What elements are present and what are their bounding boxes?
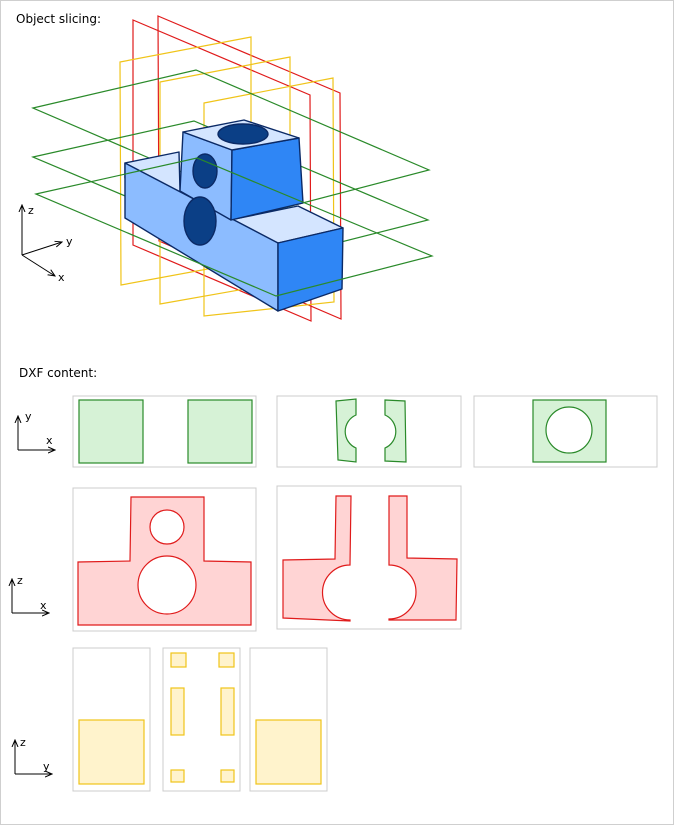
- xz-axes: [12, 579, 49, 613]
- xz-axis-h-label: x: [40, 599, 47, 612]
- xz-panel-1-small-hole: [149, 509, 185, 545]
- xz-panel-1-large-hole: [137, 555, 197, 615]
- yz-panel-2-rect-mid-right: [220, 687, 235, 736]
- iso-axis-z-label: z: [28, 204, 34, 217]
- dxf-content-heading: DXF content:: [19, 366, 98, 380]
- xz-panel-2-left-shape: [282, 495, 352, 622]
- yz-panel-3-square: [255, 719, 322, 785]
- xy-panel-3-hole: [545, 406, 593, 454]
- dxf-yz-row: z y: [15, 647, 328, 792]
- yz-panel-2-rect-top-left: [170, 652, 187, 668]
- dxf-xz-row: z x: [12, 485, 462, 632]
- base-side-face: [277, 227, 344, 312]
- yz-panel-2-rect-top-right: [218, 652, 235, 668]
- upper-hole: [192, 153, 218, 189]
- lower-hole: [183, 196, 217, 246]
- xz-axis-v-label: z: [17, 574, 23, 587]
- xz-panel-2-right-shape: [388, 495, 458, 621]
- iso-axis-x-label: x: [58, 271, 65, 284]
- yz-panel-1-square: [78, 719, 145, 785]
- yz-axis-h-label: y: [43, 760, 50, 773]
- xy-panel-2-left-shape: [335, 398, 357, 463]
- xy-panel-1-left-square: [78, 399, 144, 464]
- xy-axis-h-label: x: [46, 434, 53, 447]
- yz-panel-2-rect-mid-left: [170, 687, 185, 736]
- yz-axis-v-label: z: [20, 736, 26, 749]
- xy-panel-1-right-square: [187, 399, 253, 464]
- yz-axes: [15, 740, 52, 774]
- green-slice-plane-bottom: [34, 157, 434, 297]
- sliced-object: [124, 119, 344, 312]
- object-slicing-heading: Object slicing:: [16, 12, 102, 26]
- yz-panel-2-rect-bottom-right: [220, 769, 235, 783]
- yz-panel-2-rect-bottom-left: [170, 769, 185, 783]
- isometric-view: z y x: [22, 15, 434, 322]
- xy-axis-v-label: y: [25, 410, 32, 423]
- iso-axes: [22, 205, 62, 276]
- dxf-xy-row: y x: [18, 395, 658, 468]
- iso-axis-y-label: y: [66, 235, 73, 248]
- xy-panel-2-right-shape: [384, 399, 407, 463]
- top-hole: [217, 123, 269, 145]
- xy-panel-2: [276, 395, 462, 468]
- xy-axes: [18, 416, 55, 450]
